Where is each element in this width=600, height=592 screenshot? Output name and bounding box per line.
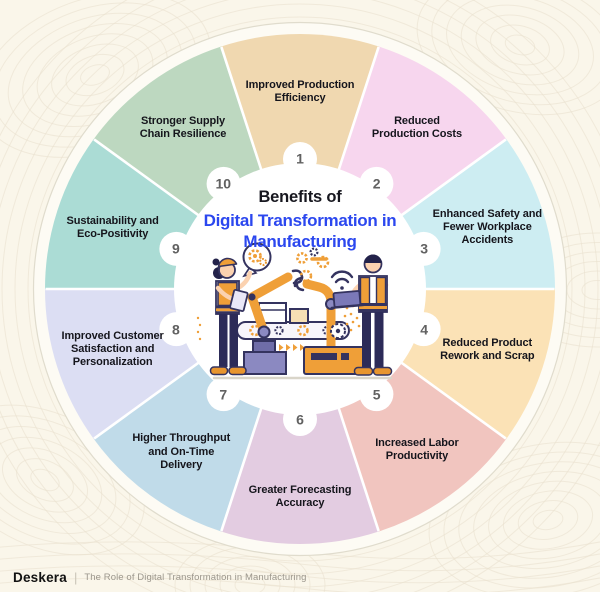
number-bump-9 xyxy=(159,231,194,266)
robot-arm-pedestal xyxy=(243,340,287,375)
laptop-icon xyxy=(330,290,365,309)
gears-icon xyxy=(296,247,330,269)
number-bump-6 xyxy=(283,402,317,436)
contour-line xyxy=(0,565,600,584)
contour-line xyxy=(16,458,74,502)
segment-number-4: 4 xyxy=(420,321,428,337)
wifi-icon xyxy=(330,270,354,290)
contour-line xyxy=(14,3,586,575)
contour-line xyxy=(80,64,110,86)
deskera-logo: Deskera xyxy=(13,570,67,585)
speech-bubble-gear-icon xyxy=(242,242,272,278)
number-bump-4 xyxy=(406,312,441,347)
contour-line xyxy=(27,16,573,562)
number-bump-5 xyxy=(359,377,394,412)
contour-line xyxy=(30,468,60,492)
worker-male xyxy=(330,254,393,376)
conveyor-direction-arrows xyxy=(279,344,305,351)
number-bump-1 xyxy=(283,142,317,176)
footer-caption: The Role of Digital Transformation in Ma… xyxy=(84,572,307,583)
segment-number-9: 9 xyxy=(172,241,180,257)
contour-line xyxy=(65,53,125,97)
segment-number-7: 7 xyxy=(219,387,227,403)
contour-line xyxy=(502,490,594,550)
contour-line xyxy=(204,556,296,592)
contour-line xyxy=(0,415,131,545)
contour-line xyxy=(234,575,266,592)
number-bump-8 xyxy=(159,312,194,347)
contour-line xyxy=(431,0,600,106)
segment-number-10: 10 xyxy=(216,175,232,191)
clipboard-icon xyxy=(229,288,249,312)
contour-line xyxy=(490,24,550,66)
contour-line xyxy=(446,0,594,96)
segment-number-6: 6 xyxy=(296,412,304,428)
number-bump-2 xyxy=(359,166,394,201)
contour-line xyxy=(473,470,600,570)
contour-line xyxy=(428,441,600,592)
contour-line xyxy=(219,565,281,592)
contour-line xyxy=(0,426,117,534)
contour-line xyxy=(0,577,600,592)
segment-number-1: 1 xyxy=(296,151,304,167)
contour-line xyxy=(1,447,89,513)
contour-line xyxy=(475,14,565,76)
contour-line xyxy=(0,436,103,524)
contour-line xyxy=(458,461,600,579)
number-bump-3 xyxy=(406,231,441,266)
contour-line xyxy=(460,4,580,86)
number-bump-7 xyxy=(206,377,241,412)
contour-line xyxy=(488,480,600,560)
robot-arm-right-icon xyxy=(293,276,346,352)
contour-line xyxy=(51,43,139,107)
segment-number-8: 8 xyxy=(172,321,180,337)
contour-line xyxy=(517,500,579,540)
contour-line xyxy=(581,280,600,300)
contour-line xyxy=(532,509,564,531)
boxes-icon xyxy=(258,302,309,324)
contour-line xyxy=(504,34,536,56)
footer: Deskera | The Role of Digital Transforma… xyxy=(13,570,306,585)
contour-line xyxy=(0,553,600,572)
segment-number-5: 5 xyxy=(373,387,381,403)
contour-line xyxy=(416,0,600,116)
center-illustration xyxy=(196,242,393,380)
segment-number-2: 2 xyxy=(373,175,381,191)
contour-line xyxy=(443,451,600,589)
worker-female xyxy=(209,257,253,376)
segment-number-3: 3 xyxy=(420,241,428,257)
number-bump-10 xyxy=(206,166,241,201)
footer-divider: | xyxy=(73,570,78,585)
